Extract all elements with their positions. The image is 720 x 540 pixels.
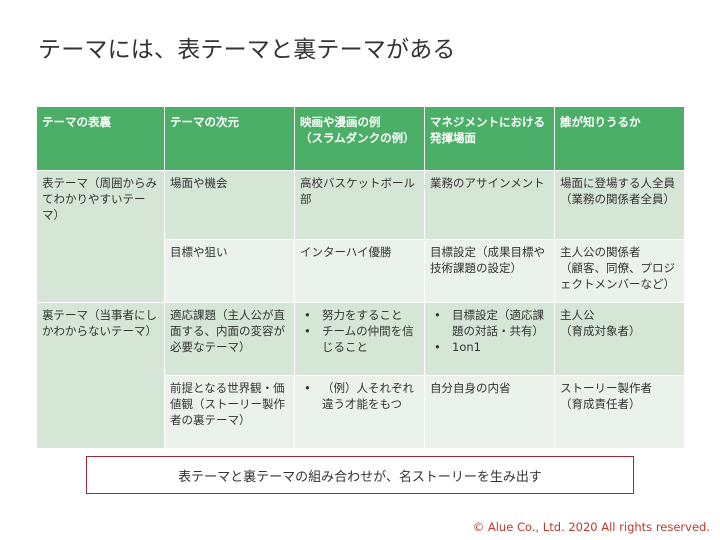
header-example: 映画や漫画の例 （スラムダンクの例）	[294, 106, 425, 171]
cell-management: 目標設定（成果目標や技術課題の設定）	[424, 239, 555, 303]
list-item: 目標設定（適応課題の対話・共有）	[430, 307, 549, 339]
header-dimension: テーマの次元	[164, 106, 295, 171]
theme-table: テーマの表裏 テーマの次元 映画や漫画の例 （スラムダンクの例） マネジメントに…	[36, 106, 685, 449]
cell-who: ストーリー製作者 （育成責任者）	[554, 375, 685, 449]
cell-management: 自分自身の内省	[424, 375, 555, 449]
cell-example: 努力をすること チームの仲間を信じること	[294, 302, 425, 376]
management-bullet-list: 目標設定（適応課題の対話・共有） 1on1	[430, 307, 549, 355]
header-omote-ura: テーマの表裏	[36, 106, 165, 171]
example-bullet-list: 努力をすること チームの仲間を信じること	[300, 307, 419, 355]
list-item: 1on1	[430, 339, 549, 355]
table-row: 目標や狙い インターハイ優勝 目標設定（成果目標や技術課題の設定） 主人公の関係…	[37, 239, 685, 303]
omote-theme-label: 表テーマ（周囲からみてわかりやすいテーマ）	[36, 170, 165, 303]
list-item: チームの仲間を信じること	[300, 323, 419, 355]
cell-dimension: 場面や機会	[164, 170, 295, 240]
header-who-knows: 誰が知りうるか	[554, 106, 685, 171]
list-item: （例）人それぞれ違う才能をもつ	[300, 380, 419, 412]
summary-box: 表テーマと裏テーマの組み合わせが、名ストーリーを生み出す	[86, 456, 634, 494]
ura-theme-label: 裏テーマ（当事者にしかわからないテーマ）	[36, 302, 165, 449]
page-title: テーマには、表テーマと裏テーマがある	[38, 37, 456, 63]
cell-example: インターハイ優勝	[294, 239, 425, 303]
cell-management: 業務のアサインメント	[424, 170, 555, 240]
table-header-row: テーマの表裏 テーマの次元 映画や漫画の例 （スラムダンクの例） マネジメントに…	[36, 106, 685, 171]
cell-management: 目標設定（適応課題の対話・共有） 1on1	[424, 302, 555, 376]
header-management: マネジメントにおける 発揮場面	[424, 106, 555, 171]
cell-dimension: 目標や狙い	[164, 239, 295, 303]
copyright-notice: © Alue Co., Ltd. 2020 All rights reserve…	[472, 520, 710, 534]
cell-dimension: 前提となる世界観・価値観（ストーリー製作者の裏テーマ）	[164, 375, 295, 449]
cell-who: 主人公の関係者 （顧客、同僚、プロジェクトメンバーなど）	[554, 239, 685, 303]
cell-example: 高校バスケットボール部	[294, 170, 425, 240]
table-row: 裏テーマ（当事者にしかわからないテーマ） 適応課題（主人公が直面する、内面の変容…	[36, 302, 685, 449]
cell-dimension: 適応課題（主人公が直面する、内面の変容が必要なテーマ）	[164, 302, 295, 376]
example-bullet-list: （例）人それぞれ違う才能をもつ	[300, 380, 419, 412]
table-row: 前提となる世界観・価値観（ストーリー製作者の裏テーマ） （例）人それぞれ違う才能…	[37, 375, 685, 449]
cell-example: （例）人それぞれ違う才能をもつ	[294, 375, 425, 449]
cell-who: 主人公 （育成対象者）	[554, 302, 685, 376]
summary-text: 表テーマと裏テーマの組み合わせが、名ストーリーを生み出す	[178, 469, 542, 485]
table-row: 表テーマ（周囲からみてわかりやすいテーマ） 場面や機会 高校バスケットボール部 …	[36, 170, 685, 303]
list-item: 努力をすること	[300, 307, 419, 323]
cell-who: 場面に登場する人全員 （業務の関係者全員）	[554, 170, 685, 240]
